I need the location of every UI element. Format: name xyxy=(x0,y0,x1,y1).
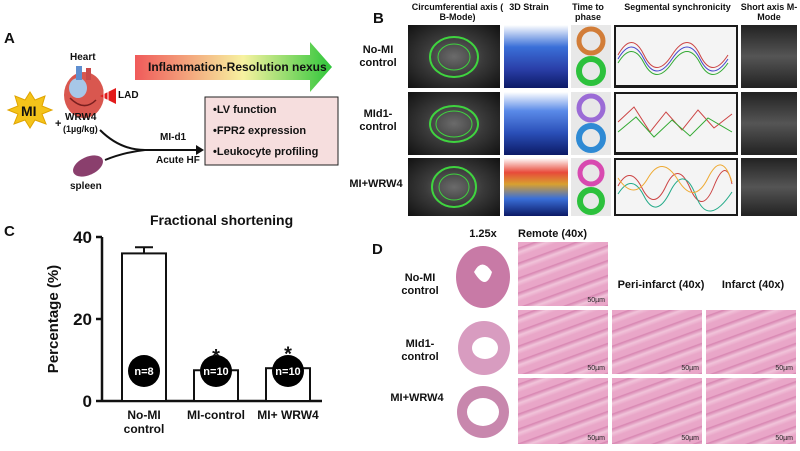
histo-remote-no-mi: 50µm xyxy=(518,242,608,306)
dose-label: (1µg/kg) xyxy=(63,124,98,134)
panel-a-letter: A xyxy=(4,30,15,47)
chart-ylabel: Percentage (%) xyxy=(45,265,62,373)
mi-label: MI xyxy=(21,103,37,119)
d-row-label-wrw4: MI+WRW4 xyxy=(390,392,444,404)
spleen-label: spleen xyxy=(70,181,102,192)
scale-bar-label: 50µm xyxy=(681,365,699,372)
panel-c-letter: C xyxy=(4,223,15,240)
scale-bar-label: 50µm xyxy=(681,435,699,442)
mmode-no-mi xyxy=(741,25,797,88)
time-to-phase-no-mi xyxy=(571,25,611,88)
scale-bar-label: 50µm xyxy=(587,435,605,442)
scale-bar-label: 50µm xyxy=(775,365,793,372)
scale-bar-label: 50µm xyxy=(587,297,605,304)
strain-3d-wrw4 xyxy=(504,158,568,216)
echo-bmode-no-mi xyxy=(408,25,500,88)
histo-infarct-wrw4: 50µm xyxy=(706,378,796,444)
acute-hf-label: Acute HF xyxy=(156,155,200,166)
segmental-sync-no-mi xyxy=(614,25,738,88)
scale-bar-label: 50µm xyxy=(775,435,793,442)
segmental-sync-wrw4 xyxy=(614,158,738,216)
n-badge xyxy=(128,355,160,387)
col-header-3d-strain: 3D Strain xyxy=(509,2,549,12)
section-125x-mid1 xyxy=(458,321,510,375)
echo-bmode-mid1 xyxy=(408,92,500,155)
b-row-label-wrw4: MI+WRW4 xyxy=(349,178,403,190)
outcome-item-leukocyte: •Leukocyte profiling xyxy=(213,146,319,158)
panel-a-diagram xyxy=(6,42,339,177)
panel-b-letter: B xyxy=(373,10,384,27)
n-badge xyxy=(272,355,304,387)
outcome-box xyxy=(204,96,339,166)
heart-to-outcome-arrow xyxy=(99,129,146,151)
y-tick-label: 20 xyxy=(73,310,92,329)
col-header-bmode: Circumferential axis ( B-Mode) xyxy=(411,2,504,22)
histo-peri-infarct-wrw4: 50µm xyxy=(612,378,702,444)
heart-icon xyxy=(64,66,104,118)
outcome-item-lv: •LV function xyxy=(213,104,277,116)
section-125x-no-mi xyxy=(456,246,510,308)
histo-remote-mid1: 50µm xyxy=(518,310,608,374)
n-badge xyxy=(200,355,232,387)
y-tick-label: 0 xyxy=(83,392,92,411)
significance-star: * xyxy=(212,346,220,368)
histo-peri-infarct-mid1: 50µm xyxy=(612,310,702,374)
segmental-sync-mid1 xyxy=(614,92,738,155)
x-category-label: control xyxy=(124,422,165,436)
y-tick-label: 40 xyxy=(73,228,92,247)
time-to-phase-mid1 xyxy=(571,92,611,155)
section-125x-wrw4 xyxy=(457,386,509,438)
chart-title: Fractional shortening xyxy=(150,212,294,228)
x-category-label: No-MI xyxy=(127,408,160,422)
lad-label: LAD xyxy=(118,90,139,101)
banner-label: Inflammation-Resolution nexus xyxy=(148,60,327,74)
echo-bmode-wrw4 xyxy=(408,158,500,216)
lad-ligation-icon xyxy=(100,88,116,104)
fractional-shortening-chart: Percentage (%) 02040n=8No-MIcontroln=10*… xyxy=(45,228,322,436)
histo-infarct-mid1: 50µm xyxy=(706,310,796,374)
histo-remote-wrw4: 50µm xyxy=(518,378,608,444)
heart-label: Heart xyxy=(70,52,96,63)
scale-bar-label: 50µm xyxy=(587,365,605,372)
n-label: n=10 xyxy=(203,366,228,378)
col-header-mmode: Short axis M-Mode xyxy=(740,2,798,22)
mi-d1-label: MI-d1 xyxy=(160,132,187,143)
outcome-item-fpr2: •FPR2 expression xyxy=(213,125,307,137)
d-col-header-peri-infarct: Peri-infarct (40x) xyxy=(617,279,705,291)
d-col-header-infarct: Infarct (40x) xyxy=(721,279,785,291)
mmode-wrw4 xyxy=(741,158,797,216)
spleen-icon xyxy=(73,155,103,177)
col-header-time-to-phase: Time to phase xyxy=(572,2,604,22)
b-row-label-mid1: MId1- control xyxy=(359,108,397,133)
panel-d-letter: D xyxy=(372,241,383,258)
plus-sign: + xyxy=(55,118,62,130)
mmode-mid1 xyxy=(741,92,797,155)
spleen-to-outcome-arrow xyxy=(104,149,146,161)
mi-starburst-icon xyxy=(6,91,54,129)
wrw4-label: WRW4 xyxy=(65,112,97,123)
n-label: n=10 xyxy=(275,366,300,378)
strain-3d-no-mi xyxy=(504,25,568,88)
significance-star: * xyxy=(284,344,292,366)
strain-3d-mid1 xyxy=(504,92,568,155)
n-label: n=8 xyxy=(134,366,153,378)
d-col-header-125x: 1.25x xyxy=(469,228,497,240)
x-category-label: MI+ WRW4 xyxy=(257,408,319,422)
d-row-label-mid1: MId1- control xyxy=(401,338,439,363)
b-row-label-no-mi: No-MI control xyxy=(359,44,397,69)
d-col-header-remote: Remote (40x) xyxy=(518,228,588,240)
inflammation-resolution-arrow xyxy=(135,42,332,92)
time-to-phase-wrw4 xyxy=(571,158,611,216)
d-row-label-no-mi: No-MI control xyxy=(401,272,439,297)
x-category-label: MI-control xyxy=(187,408,245,422)
col-header-segmental: Segmental synchronicity xyxy=(624,2,731,12)
